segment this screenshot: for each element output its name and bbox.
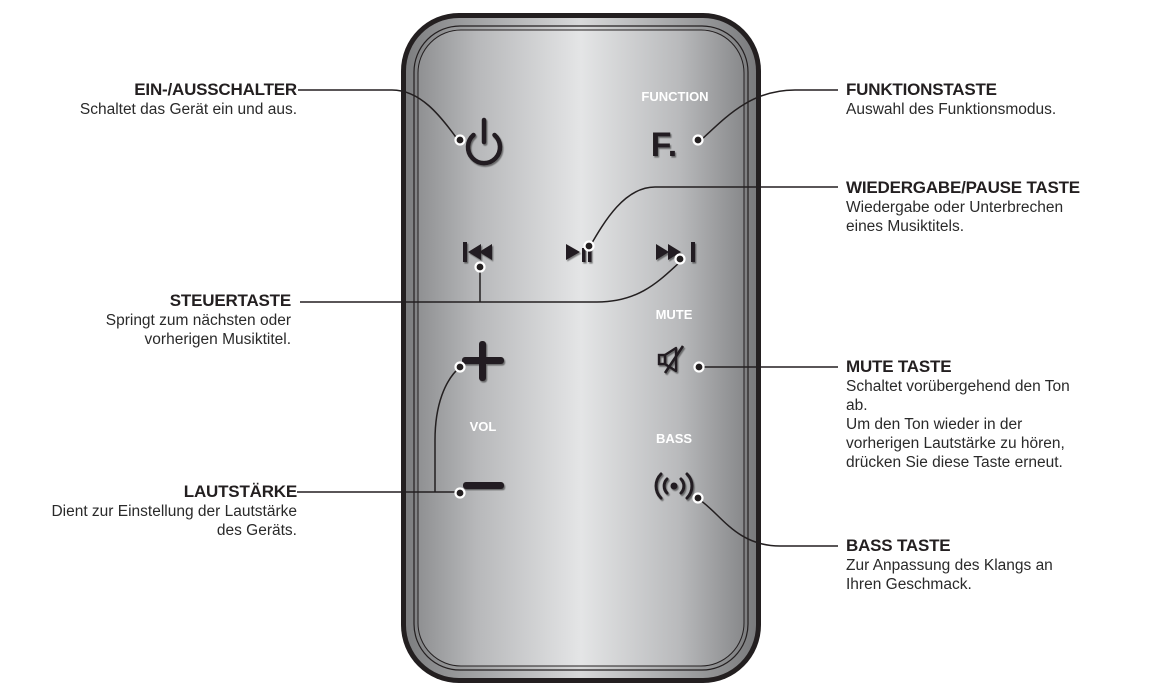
callout-bass-desc-line-1: Zur Anpassung des Klangs an <box>846 557 1053 574</box>
function-label: FUNCTION <box>641 89 708 104</box>
power-button[interactable] <box>465 117 503 166</box>
callout-function-desc-line-1: Auswahl des Funktionsmodus. <box>846 101 1057 118</box>
leader-lines <box>297 89 838 547</box>
vol-label: VOL <box>470 419 497 434</box>
callout-power: EIN-/AUSSCHALTER Schaltet das Gerät ein … <box>80 80 297 119</box>
function-f-icon: F. <box>651 126 677 164</box>
callout-bass-title: BASS TASTE <box>846 536 951 555</box>
volume-up-button[interactable] <box>462 341 504 381</box>
callout-power-desc-line-1: Schaltet das Gerät ein und aus. <box>79 101 297 118</box>
callout-play-pause-desc-line-2: eines Musiktitels. <box>846 218 965 235</box>
function-button[interactable]: F. <box>651 126 677 164</box>
callout-mute-desc-line-5: drücken Sie diese Taste erneut. <box>846 454 1063 471</box>
bass-wave-icon <box>654 472 694 500</box>
callout-bass-desc-line-2: Ihren Geschmack. <box>846 576 972 593</box>
callout-mute-desc-line-4: vorherigen Lautstärke zu hören, <box>846 435 1065 452</box>
bass-button[interactable] <box>654 472 694 500</box>
skip-previous-icon <box>463 242 492 262</box>
play-pause-button[interactable] <box>566 244 592 262</box>
callout-mute-desc-line-3: Um den Ton wieder in der <box>846 416 1023 433</box>
callout-volume-desc-line-1: Dient zur Einstellung der Lautstärke <box>51 503 297 520</box>
bass-label: BASS <box>656 431 692 446</box>
leader-dots <box>454 134 705 504</box>
mute-label: MUTE <box>656 307 693 322</box>
callout-volume-title: LAUTSTÄRKE <box>183 482 297 501</box>
minus-icon <box>463 482 504 489</box>
callout-mute-desc-line-2: ab. <box>846 397 868 414</box>
callout-play-pause: WIEDERGABE/PAUSE TASTE Wiedergabe oder U… <box>846 178 1080 236</box>
mute-speaker-icon <box>657 345 685 374</box>
remote-body <box>401 13 761 683</box>
callout-control-desc-line-2: vorherigen Musiktitel. <box>144 331 291 348</box>
skip-next-icon <box>656 242 695 262</box>
callout-volume: LAUTSTÄRKE Dient zur Einstellung der Lau… <box>51 482 297 540</box>
callout-control-desc-line-1: Springt zum nächsten oder <box>105 312 291 329</box>
previous-button[interactable] <box>463 242 492 262</box>
callout-mute-title: MUTE TASTE <box>846 357 952 376</box>
next-button[interactable] <box>656 242 695 262</box>
callout-mute-desc-line-1: Schaltet vorübergehend den Ton <box>846 378 1070 395</box>
callout-play-pause-title: WIEDERGABE/PAUSE TASTE <box>846 178 1080 197</box>
volume-down-button[interactable] <box>463 482 504 489</box>
callout-function-title: FUNKTIONSTASTE <box>846 80 997 99</box>
callout-control: STEUERTASTE Springt zum nächsten oder vo… <box>106 291 291 349</box>
callout-power-title: EIN-/AUSSCHALTER <box>134 80 297 99</box>
callout-function: FUNKTIONSTASTE Auswahl des Funktionsmodu… <box>846 80 1056 119</box>
callout-volume-desc-line-2: des Geräts. <box>216 522 297 539</box>
callout-control-title: STEUERTASTE <box>169 291 291 310</box>
callout-mute: MUTE TASTE Schaltet vorübergehend den To… <box>846 357 1070 472</box>
mute-button[interactable] <box>657 345 685 374</box>
callout-bass: BASS TASTE Zur Anpassung des Klangs an I… <box>846 536 1053 594</box>
plus-icon <box>462 341 504 381</box>
play-pause-icon <box>566 244 592 262</box>
callout-play-pause-desc-line-1: Wiedergabe oder Unterbrechen <box>846 199 1064 216</box>
power-icon <box>465 117 503 166</box>
